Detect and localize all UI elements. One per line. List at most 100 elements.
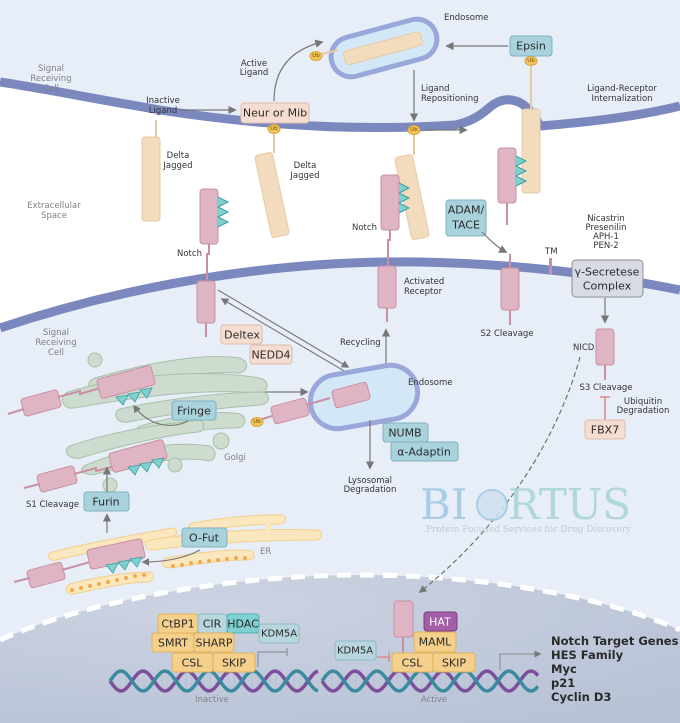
svg-text:Internalization: Internalization	[591, 94, 652, 104]
svg-text:Complex: Complex	[583, 280, 632, 293]
inactive-transcription-complex: CtBP1 CIR HDAC SMRT SHARP CSL SKIP	[151, 613, 260, 673]
fbx7-box: FBX7	[584, 419, 626, 440]
svg-text:Nicastrin: Nicastrin	[587, 214, 625, 224]
svg-text:CIR: CIR	[203, 618, 222, 631]
notch-s2-fragment	[500, 267, 520, 311]
active-label: Active	[421, 695, 447, 705]
svg-text:Active: Active	[241, 59, 267, 69]
deltex-box: Deltex	[220, 324, 263, 345]
maml-box: MAML	[413, 631, 457, 653]
svg-text:Protein Focused Services for D: Protein Focused Services for Drug Discov…	[426, 525, 632, 535]
o-fut-box: O-Fut	[181, 527, 228, 548]
recycling-label: Recycling	[340, 338, 381, 348]
ub-tag: Ub	[250, 417, 264, 427]
bottom-cell-label-group: Signal Receiving Cell	[35, 328, 76, 358]
svg-text:Fringe: Fringe	[177, 405, 211, 418]
active-ligand-label: Active Ligand	[240, 59, 268, 78]
svg-text:Extracellular: Extracellular	[27, 201, 81, 211]
svg-text:Ligand-Receptor: Ligand-Receptor	[587, 84, 657, 94]
ub-tag: Ub	[309, 51, 323, 61]
extracellular-label-group: Extracellular Space	[27, 201, 81, 221]
svg-text:Space: Space	[41, 211, 67, 221]
svg-text:Notch Target Genes: Notch Target Genes	[551, 634, 679, 648]
dna-strand	[320, 669, 540, 693]
notch-activated-receptor	[377, 265, 397, 309]
cir-box: CIR	[197, 613, 228, 634]
svg-text:CSL: CSL	[182, 657, 204, 670]
numb-box: NUMB	[382, 422, 429, 443]
delta-jagged-ligand-inactive	[141, 136, 161, 222]
delta-jagged-label-1: Delta Jagged	[162, 151, 192, 171]
gamma-secretase-complex-box: γ-Secretese Complex	[571, 259, 644, 298]
svg-text:BI: BI	[420, 480, 467, 529]
svg-text:SKIP: SKIP	[442, 657, 466, 670]
top-cell-label-group: Signal Receiving Cell	[30, 64, 71, 94]
svg-text:Signal: Signal	[43, 328, 69, 338]
s1-cleavage-label: S1 Cleavage	[26, 500, 79, 510]
s2-cleavage-label: S2 Cleavage	[480, 329, 533, 339]
svg-text:Ub: Ub	[312, 53, 320, 59]
tm-label: TM	[544, 247, 558, 257]
target-genes-list: Notch Target Genes HES Family Myc p21 Cy…	[551, 634, 679, 704]
s3-cleavage-label: S3 Cleavage	[579, 383, 632, 393]
svg-text:PEN-2: PEN-2	[593, 241, 618, 251]
svg-text:Signal: Signal	[38, 64, 64, 74]
nedd4-box: NEDD4	[249, 344, 293, 365]
svg-text:Jagged: Jagged	[289, 171, 319, 181]
inactive-label: Inactive	[195, 695, 229, 705]
svg-text:RTUS: RTUS	[508, 480, 631, 529]
endosome-bottom-label: Endosome	[408, 378, 453, 388]
svg-text:FBX7: FBX7	[591, 424, 619, 437]
svg-text:Ub: Ub	[527, 58, 535, 64]
svg-text:Receiving: Receiving	[35, 338, 76, 348]
secretase-components-label: Nicastrin Presenilin APH-1 PEN-2	[585, 214, 626, 251]
svg-text:Repositioning: Repositioning	[421, 94, 479, 104]
svg-text:SMRT: SMRT	[158, 637, 188, 650]
activated-receptor-label: Activated Receptor	[404, 277, 444, 297]
ubiquitin-degradation-label: Ubiquitin Degradation	[617, 397, 670, 416]
active-transcription-complex: HAT MAML CSL SKIP	[391, 600, 476, 673]
hat-box: HAT	[423, 611, 458, 632]
svg-text:Degradation: Degradation	[344, 485, 397, 495]
ub-tag: Ub	[524, 56, 538, 66]
neur-or-mib-box: Neur or Mib	[240, 102, 310, 124]
fringe-box: Fringe	[171, 400, 217, 421]
notch-precursor-er	[86, 538, 146, 570]
svg-text:HDAC: HDAC	[227, 618, 259, 631]
hdac-box: HDAC	[226, 613, 260, 634]
svg-text:Lysosomal: Lysosomal	[348, 476, 392, 486]
svg-text:Cell: Cell	[48, 348, 64, 358]
biortus-watermark: BI RTUS Protein Focused Services for Dru…	[420, 480, 632, 535]
svg-text:Ub: Ub	[410, 127, 418, 133]
dna-strand	[320, 669, 540, 693]
svg-text:Degradation: Degradation	[617, 406, 670, 416]
svg-text:CtBP1: CtBP1	[161, 618, 194, 631]
svg-text:Ligand: Ligand	[149, 106, 177, 116]
alpha-adaptin-box: α-Adaptin	[390, 441, 459, 462]
svg-text:KDM5A: KDM5A	[337, 646, 373, 657]
svg-text:Delta: Delta	[294, 161, 317, 171]
svg-text:NEDD4: NEDD4	[251, 349, 290, 362]
notch-label-1: Notch	[177, 249, 202, 259]
svg-text:APH-1: APH-1	[593, 232, 619, 242]
transmembrane-fragment	[549, 258, 552, 274]
dna-strand	[108, 669, 319, 693]
svg-text:p21: p21	[551, 676, 575, 690]
ub-tag: Ub	[267, 124, 281, 134]
ligand-receptor-internalization-label: Ligand-Receptor Internalization	[587, 84, 657, 104]
notch-precursor-golgi	[96, 365, 156, 399]
nicd-translocation-arrow	[418, 356, 581, 593]
top-membrane	[0, 77, 680, 133]
inactive-ligand-label: Inactive Ligand	[146, 96, 180, 116]
svg-text:Activated: Activated	[404, 277, 444, 287]
svg-text:Neur or Mib: Neur or Mib	[243, 107, 307, 120]
nicd-fragment	[595, 328, 615, 366]
svg-text:ADAM/: ADAM/	[448, 204, 485, 217]
notch-receptor-intracellular-1	[196, 280, 216, 324]
delta-jagged-ligand-internalized	[521, 108, 541, 194]
svg-text:γ-Secretese: γ-Secretese	[575, 266, 640, 279]
furin-box: Furin	[83, 491, 130, 512]
svg-text:O-Fut: O-Fut	[189, 532, 220, 545]
ub-tag: Ub	[407, 125, 421, 135]
